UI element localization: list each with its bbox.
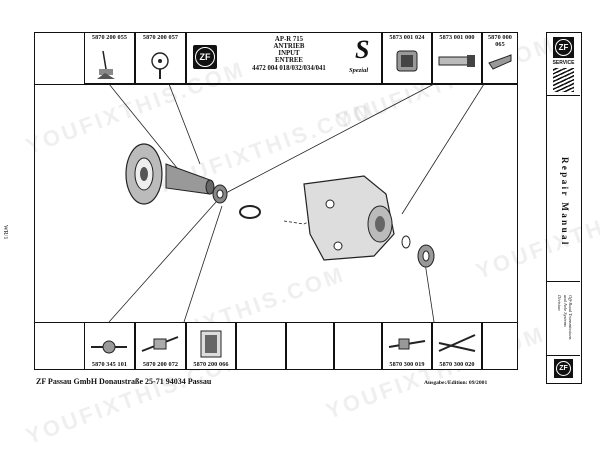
tool-box-top-5: 5870 000 065	[482, 32, 518, 84]
service-label: SERVICE	[552, 60, 575, 66]
tool-illustration	[200, 330, 222, 358]
tool-box-bottom-empty-4	[482, 322, 518, 370]
tool-number: 5870 200 072	[142, 361, 179, 368]
tool-illustration	[388, 338, 426, 350]
output-bearing	[417, 244, 435, 268]
zf-logo-text: ZF	[556, 361, 571, 376]
manual-sidebar: ZF SERVICE Repair Manual Off-Road Transm…	[546, 32, 582, 384]
tool-illustration	[488, 54, 512, 70]
zf-logo-bottom: ZF	[554, 359, 573, 378]
tool-number: 5870 200 066	[193, 361, 229, 368]
tool-number: 5873 001 000	[439, 34, 475, 41]
sidebar-logo-area: ZF SERVICE	[547, 33, 580, 96]
zf-logo-text: ZF	[555, 39, 572, 56]
zf-logo-text: ZF	[195, 47, 215, 67]
tool-box-bottom-4: 5870 300 019	[382, 322, 432, 370]
tool-illustration	[97, 50, 115, 79]
sidebar-divider	[547, 281, 580, 282]
top-strip-divider	[34, 84, 518, 85]
tool-illustration	[438, 334, 476, 352]
tool-number: 5870 000 065	[487, 34, 512, 48]
manual-title: Repair Manual	[560, 157, 570, 247]
tool-illustration	[141, 336, 179, 352]
title-block: ZF AP-R 715 ANTRIEB INPUT ENTREE 4472 00…	[186, 32, 382, 84]
company-address: ZF Passau GmbH Donaustraße 25-71 94034 P…	[36, 377, 212, 386]
sidebar-divider	[547, 355, 580, 356]
title-english: INPUT	[278, 50, 300, 57]
division-text: Off-Road Transmissions and Axle Systems …	[557, 295, 573, 340]
edition-info: Ausgabe:/Edition: 09/2001	[424, 380, 488, 386]
title-german: ANTRIEB	[273, 43, 305, 50]
tool-box-top-4: 5873 001 000	[432, 32, 482, 84]
tool-number: 5870 200 055	[91, 34, 128, 41]
ring-gear	[125, 143, 163, 205]
tool-box-bottom-5: 5870 300 020	[432, 322, 482, 370]
service-stripes	[553, 68, 574, 92]
tool-box-bottom-3: 5870 200 066	[186, 322, 236, 370]
tool-box-bottom-2: 5870 200 072	[135, 322, 186, 370]
title-model: AP-R 715	[274, 36, 304, 43]
tool-number: 5870 200 057	[142, 34, 179, 41]
spezial-text: Spezial	[349, 67, 369, 74]
tool-illustration	[396, 50, 418, 72]
tool-number: 5873 001 024	[389, 34, 425, 41]
tool-box-bottom-empty-3	[334, 322, 382, 370]
tool-box-bottom-empty-1	[236, 322, 286, 370]
exploded-view-drawing	[108, 84, 485, 322]
page-reference: WR/1	[2, 225, 8, 240]
tool-illustration	[438, 55, 475, 67]
division-line: and Axle Systems	[562, 295, 568, 327]
o-ring	[239, 205, 261, 219]
seal-ring	[401, 235, 411, 249]
axle-housing	[303, 175, 395, 261]
tool-illustration	[151, 52, 169, 79]
title-french: ENTREE	[275, 57, 303, 64]
tool-box-top-1: 5870 200 055	[84, 32, 135, 84]
tool-box-top-2: 5870 200 057	[135, 32, 186, 84]
tool-box-bottom-empty-2	[286, 322, 334, 370]
drive-pinion	[165, 163, 215, 195]
tool-number: 5870 300 020	[439, 361, 475, 368]
tool-box-top-3: 5873 001 024	[382, 32, 432, 84]
leader-lines	[108, 84, 485, 322]
tool-illustration	[91, 340, 127, 354]
zf-logo: ZF	[553, 37, 574, 58]
title-part-numbers: 4472 004 018/032/034/041	[252, 65, 326, 72]
division-line: Off-Road Transmissions	[568, 295, 573, 340]
tool-number: 5870 345 101	[91, 361, 128, 368]
tool-box-bottom-1: 5870 345 101	[84, 322, 135, 370]
bearing	[212, 184, 228, 204]
zf-logo: ZF	[193, 45, 217, 69]
tool-number: 5870 300 019	[389, 361, 425, 368]
spezial-logo: S Spezial	[349, 35, 370, 74]
